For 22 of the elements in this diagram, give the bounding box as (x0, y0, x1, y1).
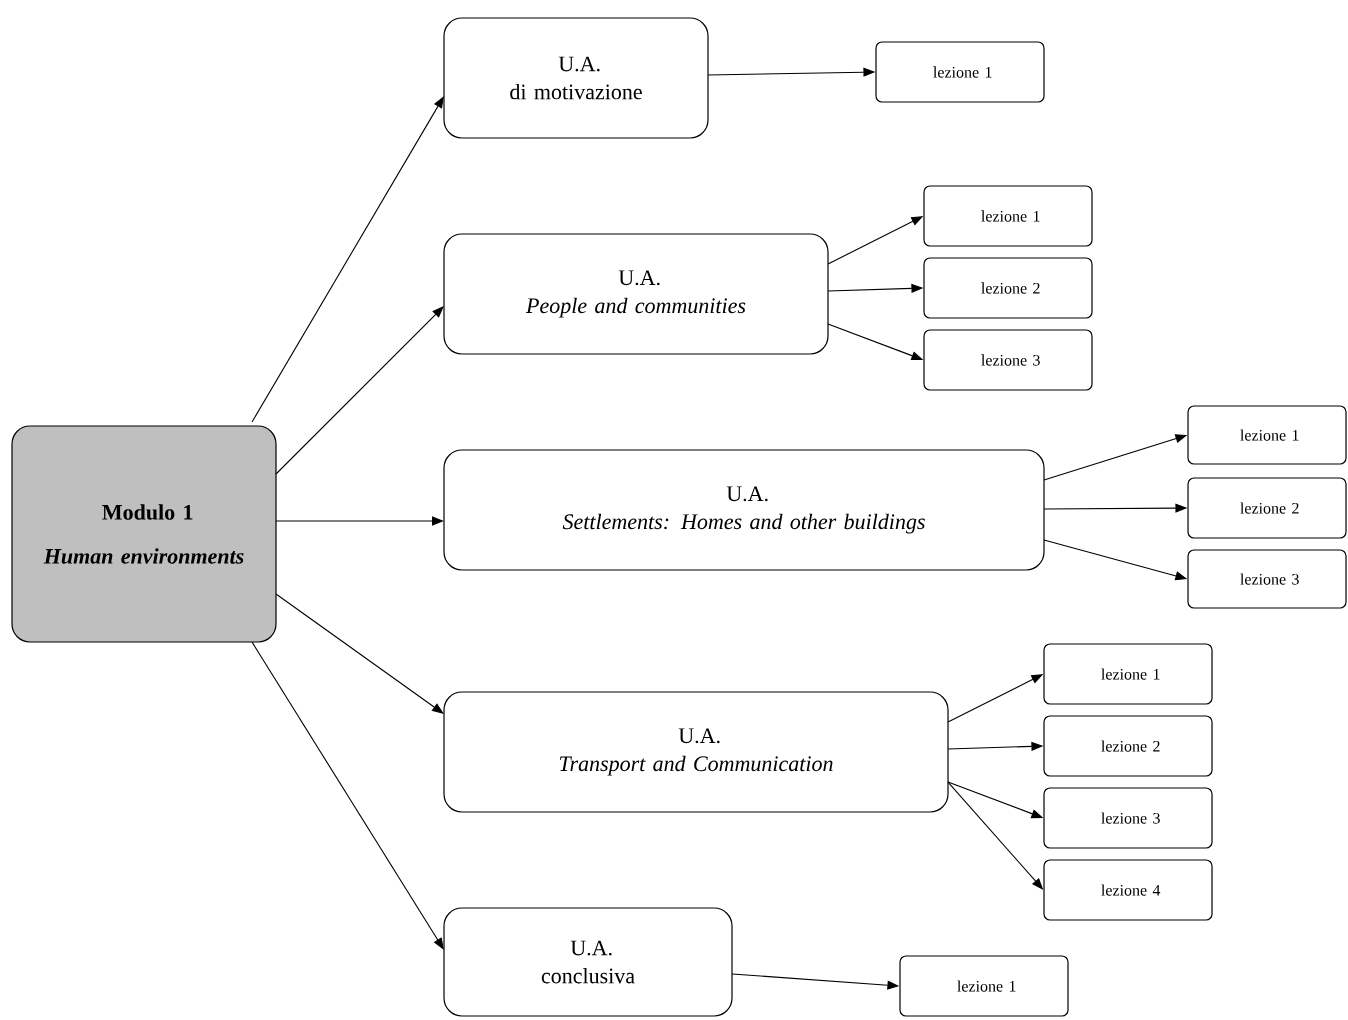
lesson-box: lezione 2 (1187, 477, 1347, 539)
unit-box: U.A. People and communities (443, 233, 829, 355)
lesson-box: lezione 4 (1043, 859, 1213, 921)
lesson-box: lezione 1 (875, 41, 1045, 103)
unit-box: U.A. Settlements: Homes and other buildings (443, 449, 1045, 571)
arrow (251, 96, 444, 423)
arrow (275, 306, 444, 475)
lesson-box: lezione 3 (1043, 787, 1213, 849)
arrow (275, 593, 444, 714)
lesson-box: lezione 1 (899, 955, 1069, 1017)
unit-box: U.A. di motivazione (443, 17, 709, 139)
unit-box: U.A. conclusiva (443, 907, 733, 1017)
lesson-box: lezione 3 (1187, 549, 1347, 609)
lesson-box: lezione 3 (923, 329, 1093, 391)
arrow (251, 641, 444, 950)
lesson-box: lezione 1 (1187, 405, 1347, 465)
unit-box: U.A. Transport and Communication (443, 691, 949, 813)
lesson-box: lezione 1 (923, 185, 1093, 247)
lesson-box: lezione 2 (1043, 715, 1213, 777)
lesson-box: lezione 1 (1043, 643, 1213, 705)
lesson-box: lezione 2 (923, 257, 1093, 319)
module-box: Modulo 1 Human environments (11, 425, 277, 643)
